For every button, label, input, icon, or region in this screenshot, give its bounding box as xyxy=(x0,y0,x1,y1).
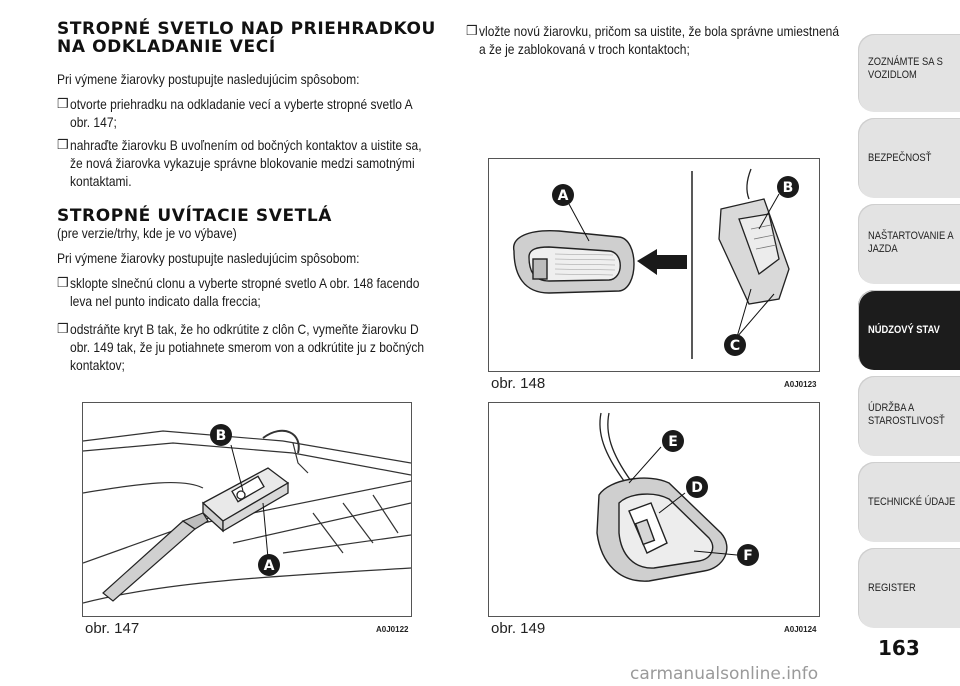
figure-148-caption: obr. 148 xyxy=(491,375,546,392)
intro-text-2: Pri výmene žiarovky postupujte nasledujú… xyxy=(57,250,360,266)
tab-starting-driving[interactable]: NAŠTARTOVANIE A JAZDA xyxy=(858,204,960,284)
svg-text:B: B xyxy=(216,428,227,444)
tab-index[interactable]: REGISTER xyxy=(858,548,960,628)
callout-label-a: A xyxy=(552,184,574,206)
heading-line-2: NA ODKLADANIE VECÍ xyxy=(57,37,276,57)
figure-149-caption: obr. 149 xyxy=(491,620,546,637)
svg-text:E: E xyxy=(668,434,678,450)
list-item: ❒ nahraďte žiarovku B uvoľnením od bočný… xyxy=(57,137,422,189)
watermark-text: carmanualsonline.info xyxy=(630,664,819,684)
subheading-text: (pre verzie/trhy, kde je vo výbave) xyxy=(57,225,237,241)
tab-get-to-know-vehicle[interactable]: ZOZNÁMTE SA S VOZIDLOM xyxy=(858,34,960,112)
tab-maintenance-care[interactable]: ÚDRŽBA A STAROSTLIVOSŤ xyxy=(858,376,960,456)
callout-label-c: C xyxy=(724,334,746,356)
bullet-checkbox-icon: ❒ xyxy=(466,23,478,38)
callout-label-f: F xyxy=(737,544,759,566)
svg-text:A: A xyxy=(558,188,569,204)
page-number: 163 xyxy=(878,636,920,660)
svg-text:A: A xyxy=(264,558,275,574)
list-item: ❒ otvorte priehradku na odkladanie vecí … xyxy=(57,96,413,130)
heading-line-1: STROPNÉ SVETLO NAD PRIEHRADKOU xyxy=(57,19,436,39)
callout-label-e: E xyxy=(662,430,684,452)
tab-safety[interactable]: BEZPEČNOSŤ xyxy=(858,118,960,198)
figure-148-illustration: A B C xyxy=(513,168,799,359)
figure-148: A B C xyxy=(488,158,820,372)
figure-147: B A xyxy=(82,402,412,617)
section-heading-glovebox-light: STROPNÉ SVETLO NAD PRIEHRADKOU NA ODKLAD… xyxy=(57,20,436,56)
figure-148-code: A0J0123 xyxy=(784,380,817,389)
bullet-checkbox-icon: ❒ xyxy=(57,137,69,152)
section-heading-welcome-lights: STROPNÉ UVÍTACIE SVETLÁ xyxy=(57,206,333,226)
svg-text:D: D xyxy=(691,480,703,496)
figure-149: E D F xyxy=(488,402,820,617)
figure-147-code: A0J0122 xyxy=(376,625,409,634)
tab-technical-data[interactable]: TECHNICKÉ ÚDAJE xyxy=(858,462,960,542)
figure-149-illustration: E D F xyxy=(596,412,759,582)
list-item: ❒ sklopte slnečnú clonu a vyberte stropn… xyxy=(57,275,420,309)
bullet-checkbox-icon: ❒ xyxy=(57,96,69,111)
svg-text:F: F xyxy=(743,548,753,564)
callout-label-a: A xyxy=(258,554,280,576)
svg-text:C: C xyxy=(730,338,740,354)
figure-147-caption: obr. 147 xyxy=(85,620,140,637)
tab-emergency[interactable]: NÚDZOVÝ STAV xyxy=(858,290,960,370)
callout-label-d: D xyxy=(686,476,708,498)
figure-147-illustration: B A xyxy=(82,424,412,604)
bullet-checkbox-icon: ❒ xyxy=(57,321,69,336)
callout-label-b: B xyxy=(777,176,799,198)
svg-text:B: B xyxy=(783,180,794,196)
bullet-checkbox-icon: ❒ xyxy=(57,275,69,290)
intro-text-1: Pri výmene žiarovky postupujte nasledujú… xyxy=(57,71,360,87)
list-item: ❒ odstráňte kryt B tak, že ho odkrútite … xyxy=(57,321,425,373)
list-item: ❒ vložte novú žiarovku, pričom sa uistit… xyxy=(466,23,840,57)
callout-label-b: B xyxy=(210,424,232,446)
figure-149-code: A0J0124 xyxy=(784,625,817,634)
